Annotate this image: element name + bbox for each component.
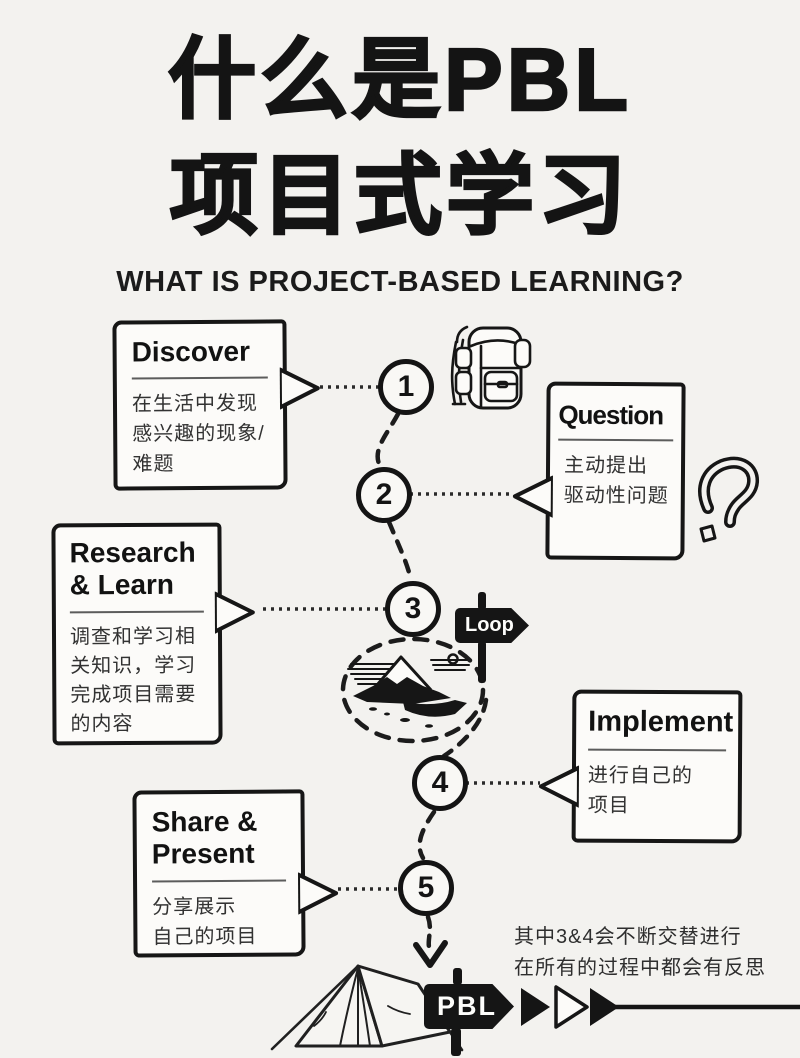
bubble-body-line: 感兴趣的现象/ (132, 423, 265, 446)
bubble-title-share-line1: Share & (151, 805, 258, 838)
loop-sign-label: Loop (465, 614, 514, 636)
bubble-body-line: 完成项目需要 (70, 683, 197, 707)
arrow-marker-1-icon (521, 988, 550, 1026)
step-bubble-discover: Discover 在生活中发现 感兴趣的现象/ 难题 (112, 319, 320, 491)
backpack-icon (450, 325, 532, 410)
divider (558, 438, 674, 442)
bubble-title-implement: Implement (588, 705, 734, 739)
step-circle-3: 3 (385, 581, 441, 637)
page-title-line1: 什么是PBL (167, 30, 632, 129)
pbl-sign-label: PBL (437, 991, 497, 1021)
bubble-body-line: 分享展示 (152, 895, 237, 919)
divider (131, 376, 268, 380)
step-number-4: 4 (431, 766, 449, 799)
step-number-2: 2 (375, 478, 393, 511)
bubble-body-line: 驱动性问题 (563, 484, 669, 508)
step-circle-2: 2 (356, 467, 412, 523)
step-bubble-research: Research & Learn 调查和学习相 关知识，学习 完成项目需要 的内… (51, 522, 255, 746)
bubble-pointer-left-icon (512, 475, 553, 518)
footnote-line1: 其中3&4会不断交替进行 (514, 926, 742, 948)
step-bubble-implement: Implement 进行自己的 项目 (538, 689, 743, 844)
footnote-line2: 在所有的过程中都会有反思 (514, 957, 766, 979)
arrow-marker-2-icon (554, 985, 589, 1029)
bubble-title-research-line2: & Learn (69, 569, 175, 601)
divider (588, 748, 727, 751)
bubble-title-question: Question (558, 399, 664, 431)
bubble-title-share-line2: Present (151, 838, 255, 870)
bubble-pointer-left-icon (538, 765, 580, 808)
step-number-3: 3 (404, 592, 422, 625)
step-circle-5: 5 (398, 860, 454, 916)
bubble-body-line: 的内容 (70, 712, 134, 736)
bubble-pointer-right-icon (214, 591, 255, 634)
page-title-line2: 项目式学习 (169, 146, 630, 245)
bubble-body-line: 关知识，学习 (70, 654, 197, 678)
bubble-body-line: 进行自己的 (587, 764, 694, 787)
step-number-1: 1 (397, 370, 415, 403)
trail-segment-2-3 (386, 519, 414, 583)
step-circle-1: 1 (378, 359, 434, 415)
page-subtitle: WHAT IS PROJECT-BASED LEARNING? (116, 266, 684, 298)
footnote-text: 其中3&4会不断交替进行 在所有的过程中都会有反思 (514, 922, 766, 984)
bubble-title-discover: Discover (131, 335, 251, 368)
step-bubble-share: Share & Present 分享展示 自己的项目 (132, 789, 339, 958)
bubble-pointer-right-icon (297, 872, 339, 915)
bubble-body-line: 调查和学习相 (69, 625, 197, 649)
bubble-body-line: 自己的项目 (152, 925, 258, 949)
bubble-body-line: 难题 (132, 453, 175, 476)
trail-segment-4-5 (417, 809, 437, 861)
arrow-marker-3-icon (590, 988, 619, 1026)
bubble-body-line: 主动提出 (563, 454, 649, 478)
bubble-pointer-right-icon (279, 367, 320, 410)
step-bubble-question: Question 主动提出 驱动性问题 (512, 381, 686, 561)
question-mark-icon (698, 456, 759, 543)
step-circle-4: 4 (412, 755, 468, 811)
bubble-body-line: 项目 (587, 794, 630, 817)
trail-segment-1-2 (375, 411, 401, 469)
divider (69, 610, 204, 614)
mountain-scene-icon (347, 653, 470, 728)
divider (152, 879, 287, 883)
trail-segment-5-end (425, 914, 433, 953)
step-number-5: 5 (417, 871, 435, 904)
bubble-body-line: 在生活中发现 (131, 393, 259, 416)
bubble-title-research-line1: Research (69, 536, 196, 569)
